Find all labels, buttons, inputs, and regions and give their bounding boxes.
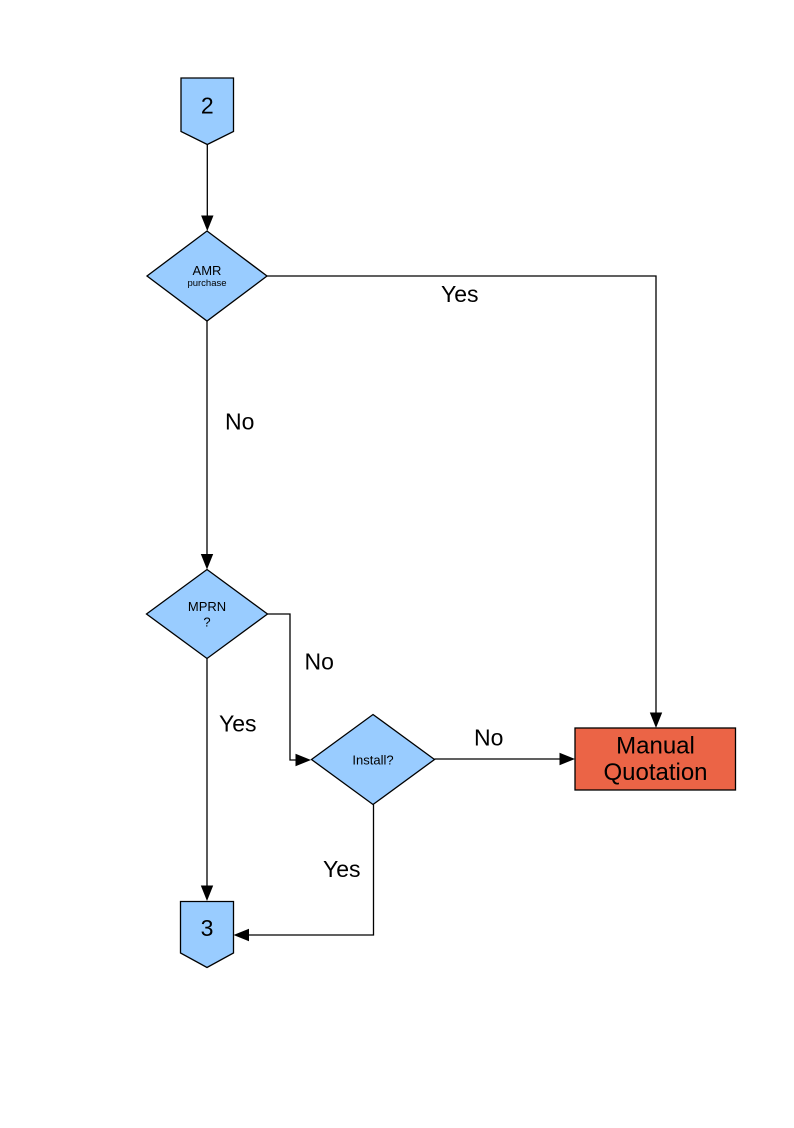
svg-text:No: No bbox=[305, 649, 334, 675]
svg-text:No: No bbox=[474, 725, 503, 751]
svg-text:Yes: Yes bbox=[441, 281, 479, 307]
svg-text:?: ? bbox=[203, 615, 210, 630]
svg-text:purchase: purchase bbox=[187, 278, 226, 289]
svg-text:No: No bbox=[225, 409, 254, 435]
svg-text:MPRN: MPRN bbox=[188, 599, 226, 614]
svg-text:AMR: AMR bbox=[193, 263, 222, 278]
svg-text:3: 3 bbox=[201, 915, 214, 941]
svg-text:Yes: Yes bbox=[323, 856, 361, 882]
svg-text:2: 2 bbox=[201, 93, 214, 119]
svg-text:Manual: Manual bbox=[616, 733, 695, 760]
svg-text:Yes: Yes bbox=[219, 711, 257, 737]
svg-text:Install?: Install? bbox=[352, 753, 393, 768]
svg-text:Quotation: Quotation bbox=[603, 759, 707, 786]
